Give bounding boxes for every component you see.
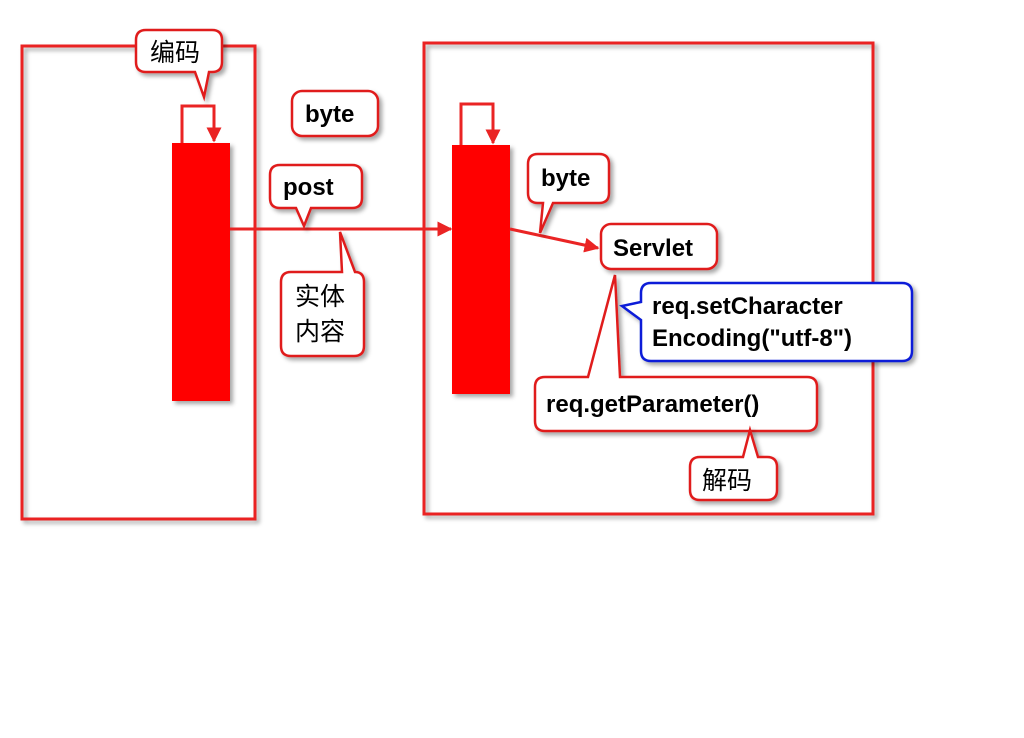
post-label: post — [283, 174, 334, 201]
server-frame — [422, 41, 875, 516]
servlet-label: Servlet — [613, 235, 693, 262]
entity-callout — [279, 231, 366, 358]
server-data-bar — [452, 145, 510, 394]
encode-callout — [134, 28, 224, 102]
server-byte-label: byte — [541, 165, 590, 192]
entity-label-line1: 实体 — [295, 282, 345, 311]
server-byte-callout — [526, 152, 611, 234]
client-data-bar — [172, 143, 230, 401]
byte-label-top: byte — [305, 101, 354, 128]
byte-callout-top — [290, 89, 380, 138]
post-callout — [268, 163, 364, 230]
servlet-box — [599, 222, 719, 271]
get-parameter-label: req.getParameter() — [546, 391, 759, 418]
set-encoding-line2: Encoding("utf-8") — [652, 325, 852, 352]
servlet-arrow — [509, 227, 600, 253]
server-loop-arrow — [459, 102, 501, 145]
get-parameter-callout — [533, 274, 819, 433]
decode-callout — [688, 425, 779, 502]
set-encoding-callout — [619, 281, 914, 363]
encode-label: 编码 — [150, 38, 200, 67]
decode-label: 解码 — [702, 466, 752, 495]
entity-label-line2: 内容 — [295, 317, 345, 346]
client-encode-loop-arrow — [180, 104, 222, 143]
set-encoding-line1: req.setCharacter — [652, 293, 843, 320]
